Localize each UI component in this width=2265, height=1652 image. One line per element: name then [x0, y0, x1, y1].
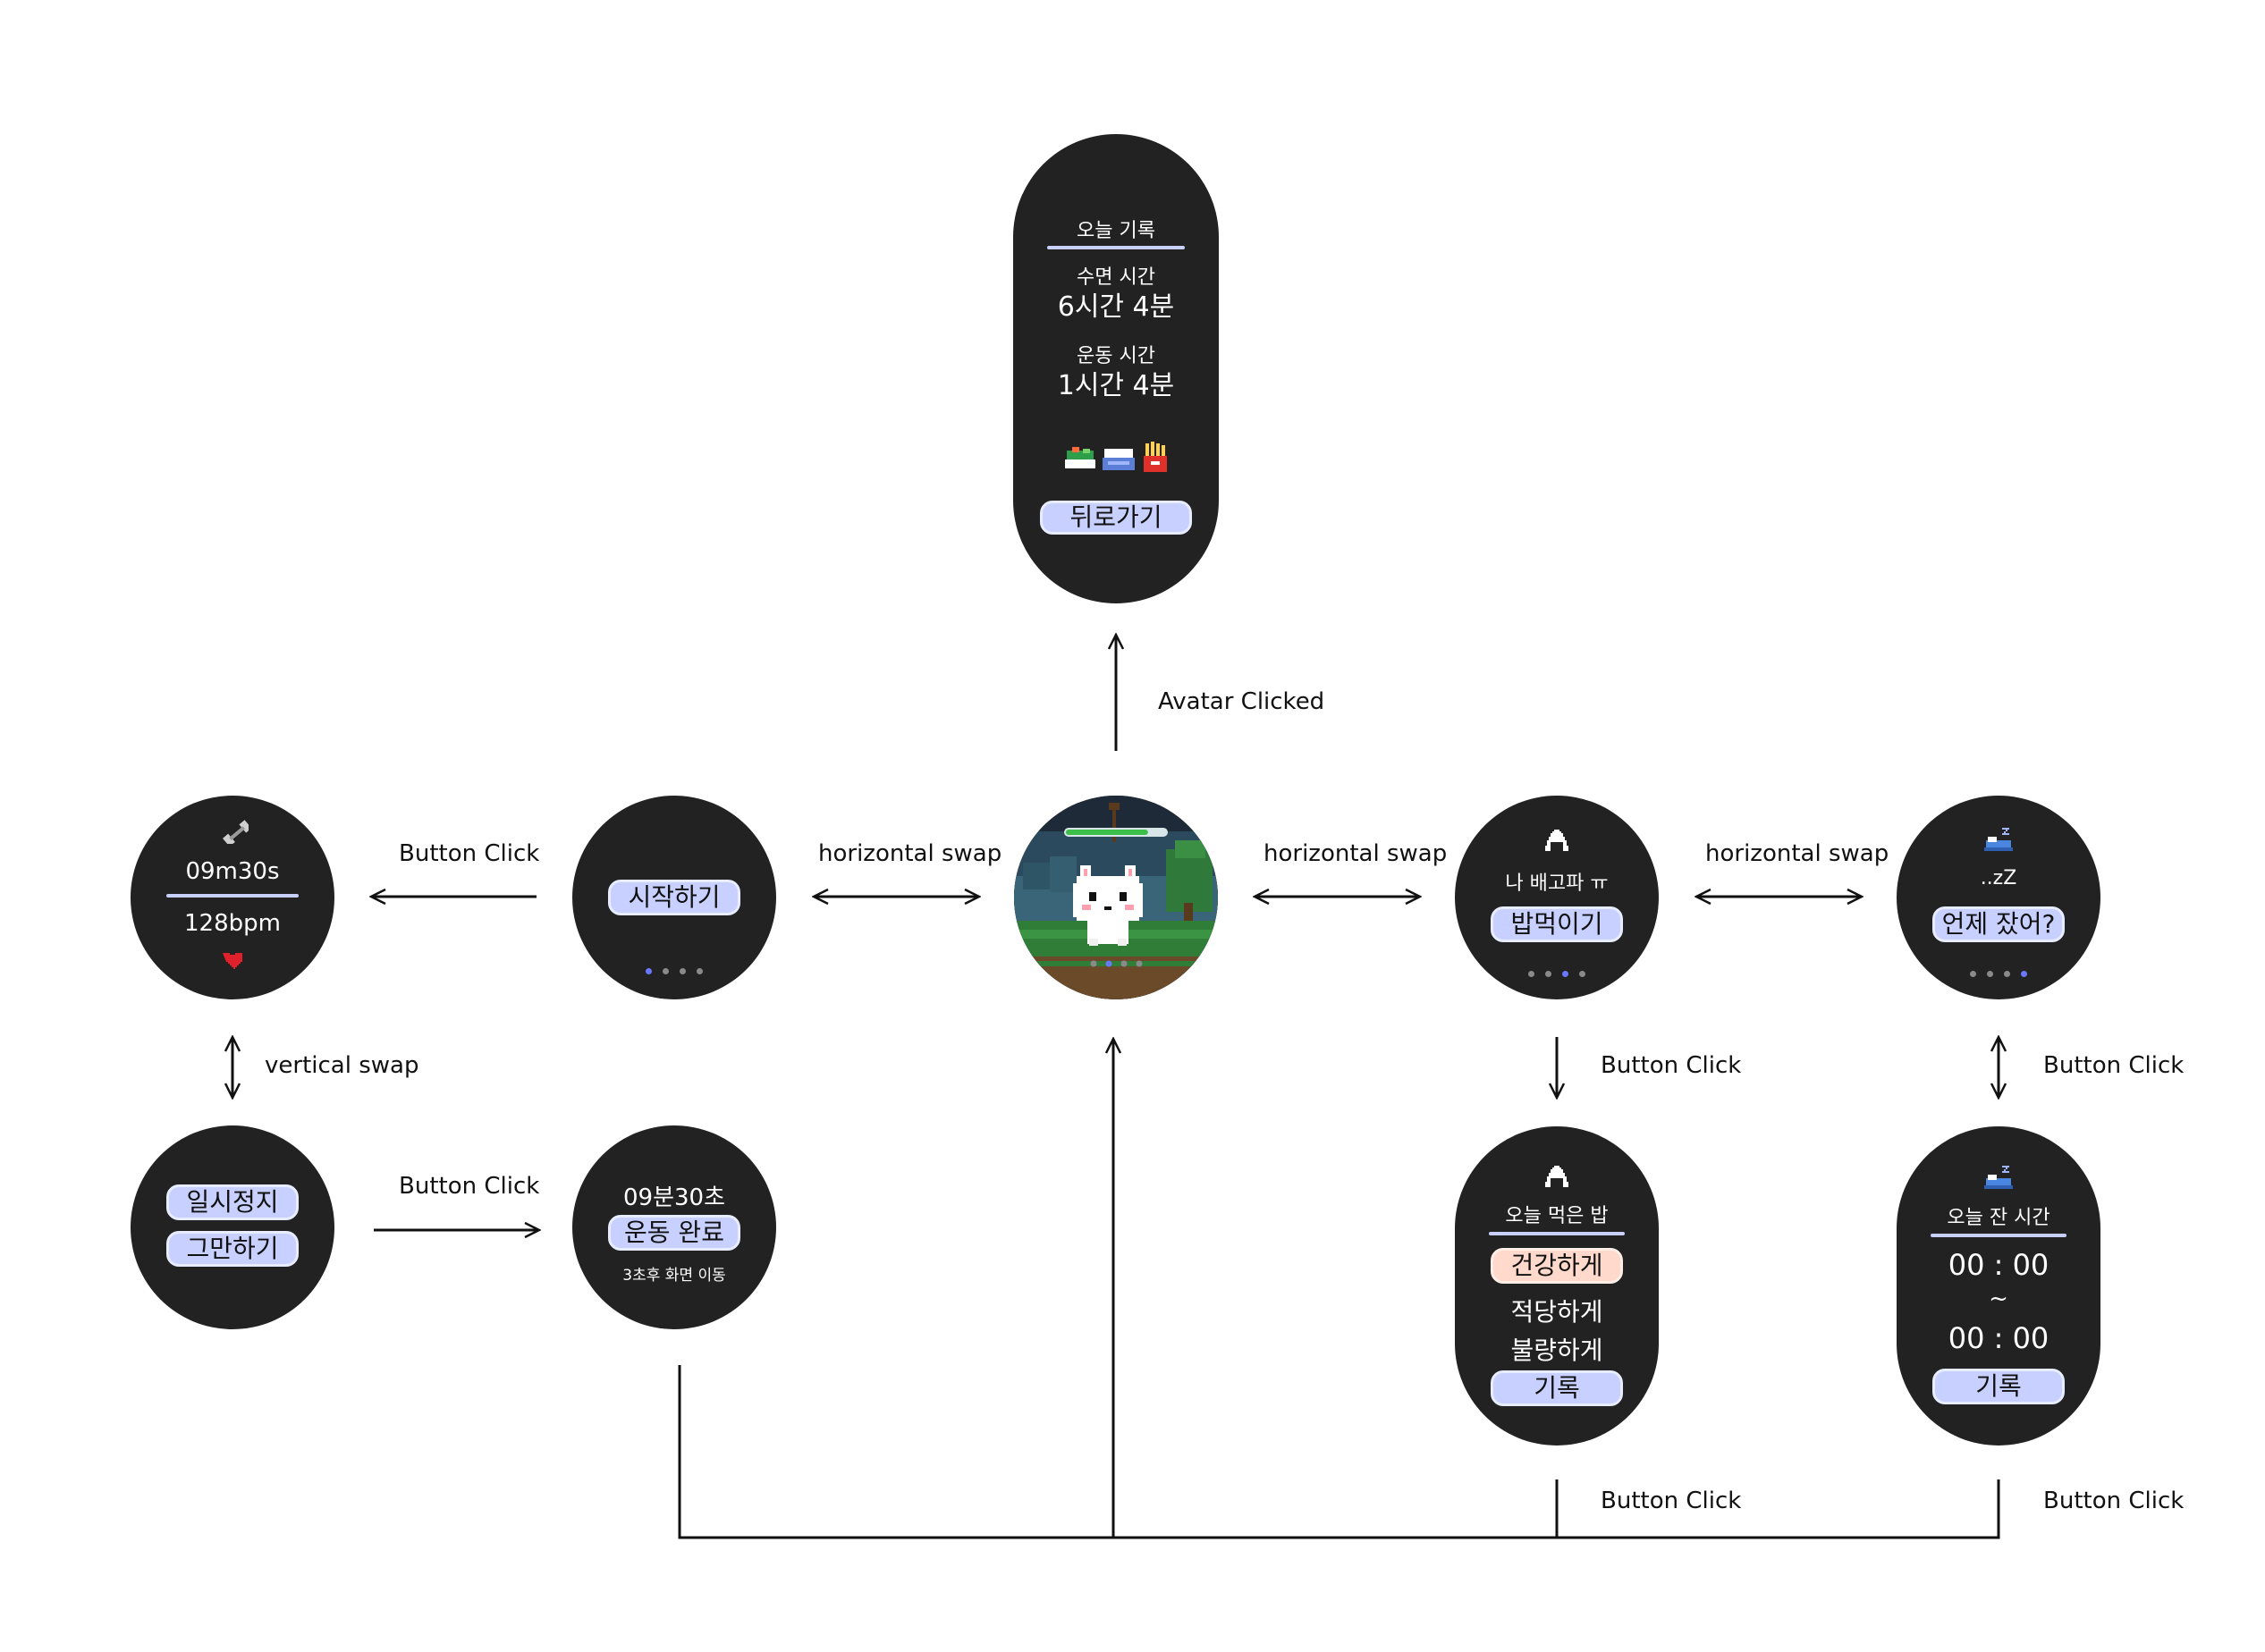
label-vertical-swap: vertical swap	[265, 1052, 419, 1079]
screen-exercise-start: 시작하기	[572, 796, 776, 999]
exercise-time-label: 운동 시간	[1077, 345, 1155, 367]
screen-today-record: 오늘 기록 수면 시간 6시간 4분 운동 시간 1시간 4분	[1013, 134, 1219, 603]
rice-bowl-icon	[1103, 449, 1135, 470]
page-dot	[1970, 971, 1976, 977]
label-button-click: Button Click	[399, 1173, 540, 1200]
screen-workout-paused: 일시정지 그만하기	[131, 1125, 334, 1329]
start-exercise-button[interactable]: 시작하기	[608, 880, 740, 915]
page-dot	[1987, 971, 1993, 977]
page-dot	[1120, 960, 1128, 967]
when-slept-button[interactable]: 언제 잤어?	[1932, 906, 2065, 942]
onigiri-icon	[1455, 1164, 1659, 1193]
stop-button[interactable]: 그만하기	[166, 1231, 299, 1267]
page-dot	[2021, 971, 2027, 977]
page-dot	[1136, 960, 1143, 967]
screen-workout-live: 09m30s 128bpm	[131, 796, 334, 999]
salad-icon	[1065, 447, 1095, 468]
return-line	[678, 1365, 2000, 1539]
sleep-record-title: 오늘 잔 시간	[1947, 1207, 2050, 1229]
today-record-title: 오늘 기록	[1077, 220, 1155, 242]
record-sleep-button[interactable]: 기록	[1932, 1369, 2065, 1404]
meal-record-title: 오늘 먹은 밥	[1505, 1205, 1609, 1227]
label-button-click: Button Click	[1601, 1052, 1742, 1079]
time-separator: ~	[1989, 1285, 2008, 1312]
label-horizontal-swap: horizontal swap	[818, 840, 1002, 867]
label-button-click: Button Click	[2043, 1052, 2185, 1079]
timer-divider	[166, 894, 299, 898]
home-scene	[1014, 796, 1218, 999]
title-divider	[1489, 1232, 1625, 1235]
page-indicator	[1090, 960, 1143, 967]
page-indicator	[572, 968, 776, 974]
screen-hungry: 나 배고파 ㅠ 밥먹이기	[1455, 796, 1659, 999]
meal-option-moderate[interactable]: 적당하게	[1510, 1297, 1603, 1327]
sleep-message: ..zZ	[1980, 867, 2017, 889]
label-avatar-clicked: Avatar Clicked	[1158, 688, 1325, 715]
page-dot	[663, 968, 669, 974]
final-time: 09분30초	[622, 1184, 725, 1211]
label-button-click: Button Click	[1601, 1488, 1742, 1514]
meal-option-unhealthy[interactable]: 불량하게	[1510, 1336, 1603, 1365]
back-button[interactable]: 뒤로가기	[1040, 501, 1192, 535]
label-button-click: Button Click	[2043, 1488, 2185, 1514]
page-indicator	[1455, 971, 1659, 977]
screen-workout-done: 09분30초 운동 완료 3초후 화면 이동	[572, 1125, 776, 1329]
fries-icon	[1144, 442, 1167, 472]
page-dot	[2004, 971, 2010, 977]
redirect-notice: 3초후 화면 이동	[622, 1267, 726, 1285]
page-dot	[1579, 971, 1585, 977]
screen-meal-record: 오늘 먹은 밥 건강하게 적당하게 불량하게 기록	[1455, 1126, 1659, 1446]
sleeping-icon	[1897, 826, 2100, 856]
hungry-message: 나 배고파 ㅠ	[1505, 872, 1609, 895]
sleep-start-time[interactable]: 00 : 00	[1948, 1248, 2049, 1282]
meal-option-healthy[interactable]: 건강하게	[1491, 1248, 1623, 1284]
record-meal-button[interactable]: 기록	[1491, 1370, 1623, 1406]
finish-exercise-button[interactable]: 운동 완료	[608, 1215, 740, 1251]
page-dot	[1528, 971, 1534, 977]
page-dot	[697, 968, 703, 974]
stamina-bar-fill	[1066, 830, 1148, 835]
page-dot	[646, 968, 652, 974]
heart-rate: 128bpm	[184, 910, 281, 937]
sleep-time-label: 수면 시간	[1077, 266, 1155, 289]
page-dot	[1562, 971, 1568, 977]
page-dot	[1105, 960, 1112, 967]
title-divider	[1047, 246, 1185, 249]
screen-sleep-prompt: ..zZ 언제 잤어?	[1897, 796, 2100, 999]
pause-button[interactable]: 일시정지	[166, 1184, 299, 1220]
page-dot	[1090, 960, 1097, 967]
exercise-time-value: 1시간 4분	[1057, 370, 1175, 401]
title-divider	[1931, 1234, 2066, 1237]
label-horizontal-swap: horizontal swap	[1263, 840, 1448, 867]
sleeping-icon	[1897, 1164, 2100, 1194]
page-dot	[1545, 971, 1551, 977]
meal-icons	[1013, 440, 1219, 479]
pixel-cat-avatar	[1073, 865, 1143, 946]
sleep-end-time[interactable]: 00 : 00	[1948, 1321, 2049, 1355]
page-indicator	[1897, 971, 2100, 977]
sleep-time-value: 6시간 4분	[1057, 291, 1175, 323]
page-dot	[680, 968, 686, 974]
heart-icon	[131, 949, 334, 974]
label-button-click: Button Click	[399, 840, 540, 867]
feed-button[interactable]: 밥먹이기	[1491, 906, 1623, 942]
label-horizontal-swap: horizontal swap	[1705, 840, 1889, 867]
onigiri-icon	[1455, 828, 1659, 856]
screen-home	[1014, 796, 1218, 999]
dumbbell-icon	[131, 812, 334, 847]
workout-timer: 09m30s	[185, 858, 280, 885]
screen-sleep-record: 오늘 잔 시간 00 : 00 ~ 00 : 00 기록	[1897, 1126, 2100, 1446]
